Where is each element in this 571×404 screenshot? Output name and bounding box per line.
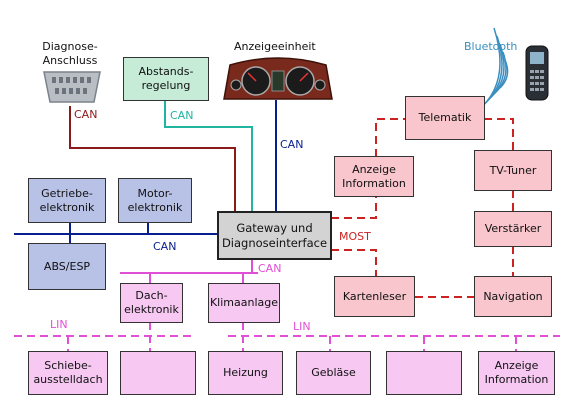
lin-right-label: LIN xyxy=(293,320,311,333)
lin-bus xyxy=(14,322,560,352)
most-ring xyxy=(331,118,514,298)
node-schiebeausstelldach: Schiebe- ausstelldach xyxy=(28,351,108,395)
node-gateway: Gateway und Diagnoseinterface xyxy=(217,211,332,260)
can-comfort-bus xyxy=(120,259,258,283)
lin-left-label: LIN xyxy=(50,318,68,331)
can-abstand-label: CAN xyxy=(170,109,194,122)
node-kartenleser: Kartenleser xyxy=(334,276,415,317)
can-comfort-label: CAN xyxy=(258,262,282,275)
node-tv-tuner: TV-Tuner xyxy=(474,150,552,191)
node-geblaese: Gebläse xyxy=(296,351,371,395)
node-abs-esp: ABS/ESP xyxy=(28,243,106,290)
node-lin-empty-1 xyxy=(120,351,196,395)
can-display-label: CAN xyxy=(280,138,304,151)
node-lin-empty-2 xyxy=(386,351,462,395)
diagnose-port-label: Diagnose- Anschluss xyxy=(42,40,98,67)
node-anzeige-information-lin: Anzeige Information xyxy=(478,351,555,395)
can-main-bus xyxy=(14,223,218,243)
display-unit-label: Anzeigeeinheit xyxy=(234,40,316,53)
most-label: MOST xyxy=(339,230,371,243)
can-main-label: CAN xyxy=(153,240,177,253)
node-heizung: Heizung xyxy=(208,351,283,395)
node-klimaanlage: Klimaanlage xyxy=(208,283,280,323)
can-diag-label: CAN xyxy=(74,108,98,121)
node-telematik: Telematik xyxy=(405,96,485,140)
node-dachelektronik: Dach- elektronik xyxy=(120,283,183,323)
node-abstandsregelung: Abstands- regelung xyxy=(123,57,209,101)
node-navigation: Navigation xyxy=(474,276,552,317)
node-motorelektronik: Motor- elektronik xyxy=(118,178,192,223)
node-getriebeelektronik: Getriebe- elektronik xyxy=(28,178,106,223)
can-diag-wire xyxy=(69,106,236,212)
node-anzeige-information-most: Anzeige Information xyxy=(334,156,414,197)
can-abstand-wire xyxy=(164,100,253,212)
bluetooth-label: Bluetooth xyxy=(464,40,518,53)
node-verstaerker: Verstärker xyxy=(474,211,552,247)
obd-connector-icon xyxy=(43,71,101,103)
mobile-phone-icon xyxy=(525,45,549,101)
instrument-cluster-icon xyxy=(223,57,333,100)
